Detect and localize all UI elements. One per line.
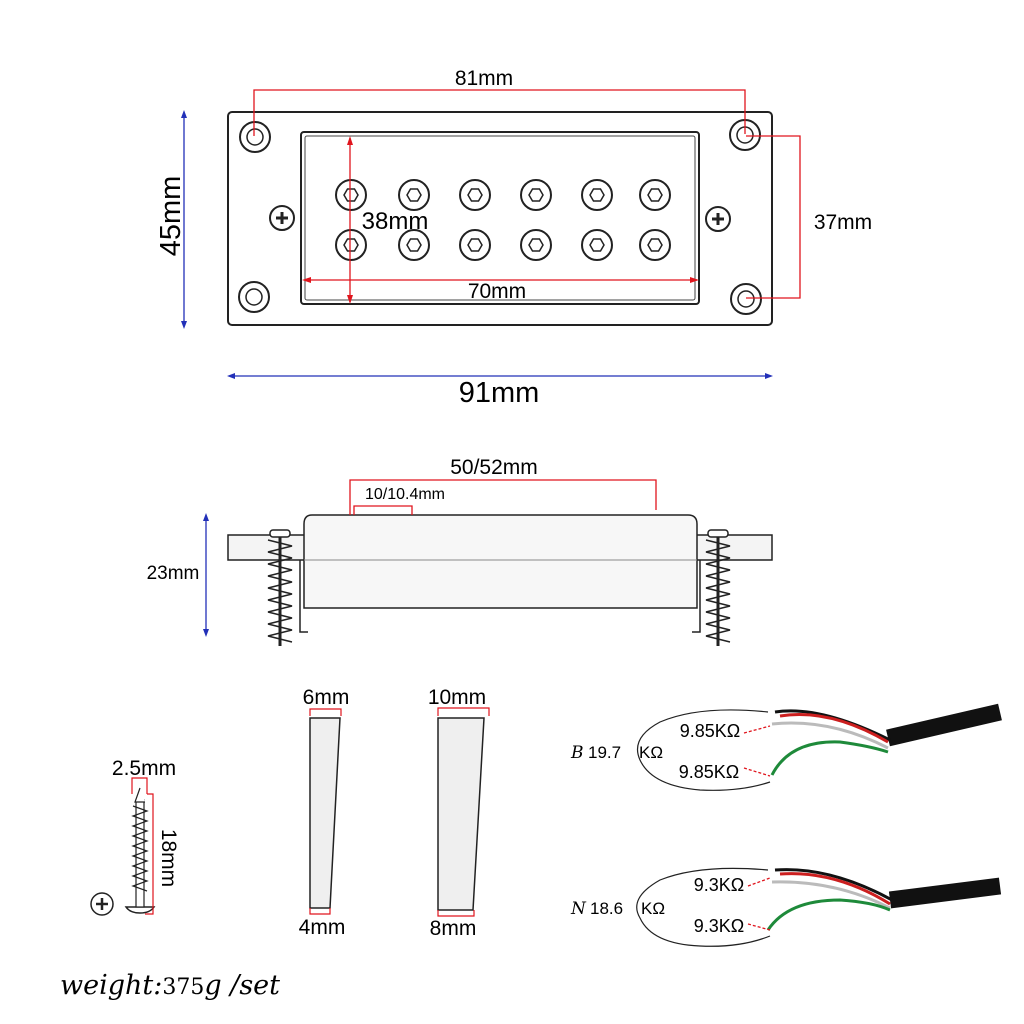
height-label: 23mm: [147, 563, 200, 584]
pole-height-label: 38mm: [362, 208, 429, 235]
pole-piece-icon: [639, 179, 671, 211]
phillips-screw-icon: [269, 205, 295, 231]
cable-jacket: [886, 703, 1002, 747]
coil-outline: [636, 709, 771, 791]
pickup-body-side: [303, 514, 698, 609]
neck-letter: N: [570, 899, 587, 919]
neck-coil-top-label: 9.3KΩ: [694, 875, 744, 895]
length-line: [349, 479, 657, 515]
top-view-pickup: [227, 111, 773, 326]
mounting-hole-icon: [239, 121, 271, 153]
pole-piece-icon: [459, 179, 491, 211]
wire-black: [774, 868, 893, 902]
pickup-cover-inner: [304, 135, 696, 301]
wire-red: [779, 712, 889, 744]
mounting-hole-icon: [729, 119, 761, 151]
cable-jacket: [888, 877, 1002, 909]
wire-red: [779, 872, 891, 906]
neck-coil-bottom-label: 9.3KΩ: [694, 916, 744, 936]
pole-piece-icon: [398, 229, 430, 261]
pole-width-label: 70mm: [468, 280, 526, 303]
wire-green: [770, 740, 889, 776]
wire-white: [771, 880, 891, 910]
coil-outline: [636, 867, 771, 947]
pole-piece-icon: [459, 229, 491, 261]
spring-screw-icon: [705, 529, 731, 646]
pole-piece-icon: [335, 229, 367, 261]
wire-black: [774, 709, 891, 742]
wire-green: [766, 898, 891, 931]
hole-spacing-line: [746, 135, 801, 299]
neck-total-value: 18.6: [590, 899, 623, 918]
phillips-screw-icon: [705, 206, 731, 232]
bridge-coil-bottom-label: 9.85KΩ: [679, 762, 740, 782]
pole-piece-icon: [335, 179, 367, 211]
spring-screw-icon: [267, 529, 293, 646]
dimension-lines-top: [181, 89, 801, 379]
wood-screw-icon: [124, 787, 156, 914]
screw-spacing-line: [253, 89, 746, 136]
total-width-label: 91mm: [459, 377, 540, 409]
pole-piece-icon: [639, 229, 671, 261]
mounting-hole-icon: [238, 281, 270, 313]
screw-spacing-label: 81mm: [455, 67, 513, 90]
pickup-cover: [300, 131, 700, 305]
dimension-lines-screw: [131, 777, 154, 915]
mounting-hole-icon: [730, 283, 762, 315]
bridge-total-unit: KΩ: [639, 743, 663, 762]
shim-large: [437, 707, 490, 917]
pole-piece-icon: [581, 179, 613, 211]
neck-total-unit: KΩ: [641, 899, 665, 918]
wiring-neck: [636, 867, 1002, 947]
pole-piece-icon: [520, 229, 552, 261]
total-height-label: 45mm: [155, 176, 187, 257]
shim-small: [309, 708, 342, 915]
weight-label: weight:375g /set: [60, 970, 280, 1001]
wire-white: [771, 721, 889, 750]
weight-unit: g /set: [204, 970, 281, 1001]
shim-small-top-label: 6mm: [303, 686, 350, 709]
pole-piece-icon: [520, 179, 552, 211]
pole-offset-line: [353, 505, 413, 515]
hole-spacing-label: 37mm: [814, 211, 872, 234]
dimension-lines-side: [203, 479, 657, 637]
phillips-screw-head-icon: [90, 892, 114, 916]
shim-large-top-label: 10mm: [428, 686, 486, 709]
bridge-total-value: 19.7: [588, 743, 621, 762]
shim-large-bottom-label: 8mm: [430, 917, 477, 940]
side-view-pickup: [227, 514, 773, 646]
weight-value: 375: [162, 975, 205, 1000]
pole-piece-icon: [581, 229, 613, 261]
wiring-bridge: [636, 703, 1002, 791]
bridge-letter: B: [570, 743, 584, 763]
weight-prefix: weight:: [60, 970, 163, 1001]
length-label: 50/52mm: [450, 456, 538, 479]
shim-small-bottom-label: 4mm: [299, 916, 346, 939]
pole-piece-icon: [398, 179, 430, 211]
screw-diameter-label: 2.5mm: [112, 757, 176, 780]
pole-offset-label: 10/10.4mm: [365, 486, 445, 503]
screw-length-label: 18mm: [157, 829, 180, 887]
bridge-coil-top-label: 9.85KΩ: [680, 721, 741, 741]
